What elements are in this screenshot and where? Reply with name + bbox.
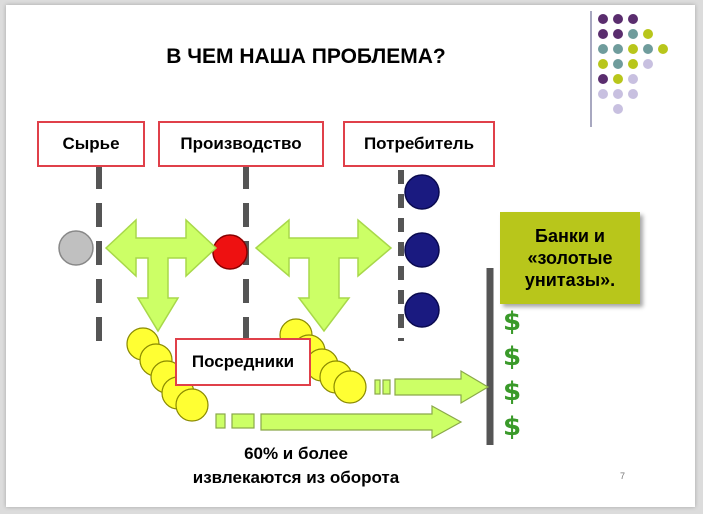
caption-line-2: извлекаются из оборота xyxy=(192,468,400,487)
caption-line-1: 60% и более xyxy=(244,444,348,463)
consumer-dot xyxy=(404,292,440,328)
label-intermediaries: Посредники xyxy=(175,338,311,386)
label-production: Производство xyxy=(158,121,324,167)
dollar-sign: $ xyxy=(503,342,522,372)
diagram-canvas xyxy=(58,11,668,445)
banks-box: Банки и «золотые унитазы». xyxy=(500,212,640,304)
split-arrow-left xyxy=(104,218,218,333)
dollar-sign: $ xyxy=(503,412,522,442)
slide: В ЧЕМ НАША ПРОБЛЕМА? Сырье Производство … xyxy=(6,5,695,507)
raw-dot xyxy=(58,230,94,266)
label-consumer: Потребитель xyxy=(343,121,495,167)
consumer-dot xyxy=(404,232,440,268)
flow-arrow-lower xyxy=(215,404,463,440)
slide-title: В ЧЕМ НАША ПРОБЛЕМА? xyxy=(166,45,446,68)
split-arrow-right xyxy=(254,218,393,333)
label-raw: Сырье xyxy=(37,121,145,167)
dollar-sign: $ xyxy=(503,307,522,337)
page-number: 7 xyxy=(620,471,626,481)
banks-line-3: унитазы». xyxy=(524,270,616,290)
flow-arrow-upper xyxy=(374,369,490,405)
production-dot xyxy=(212,234,248,270)
consumer-dot xyxy=(404,174,440,210)
dollar-sign: $ xyxy=(503,377,522,407)
banks-line-1: Банки и xyxy=(535,226,605,246)
decorative-dot-grid xyxy=(598,14,668,114)
caption: 60% и более извлекаются из оборота xyxy=(156,442,436,490)
banks-line-2: «золотые xyxy=(527,248,613,268)
